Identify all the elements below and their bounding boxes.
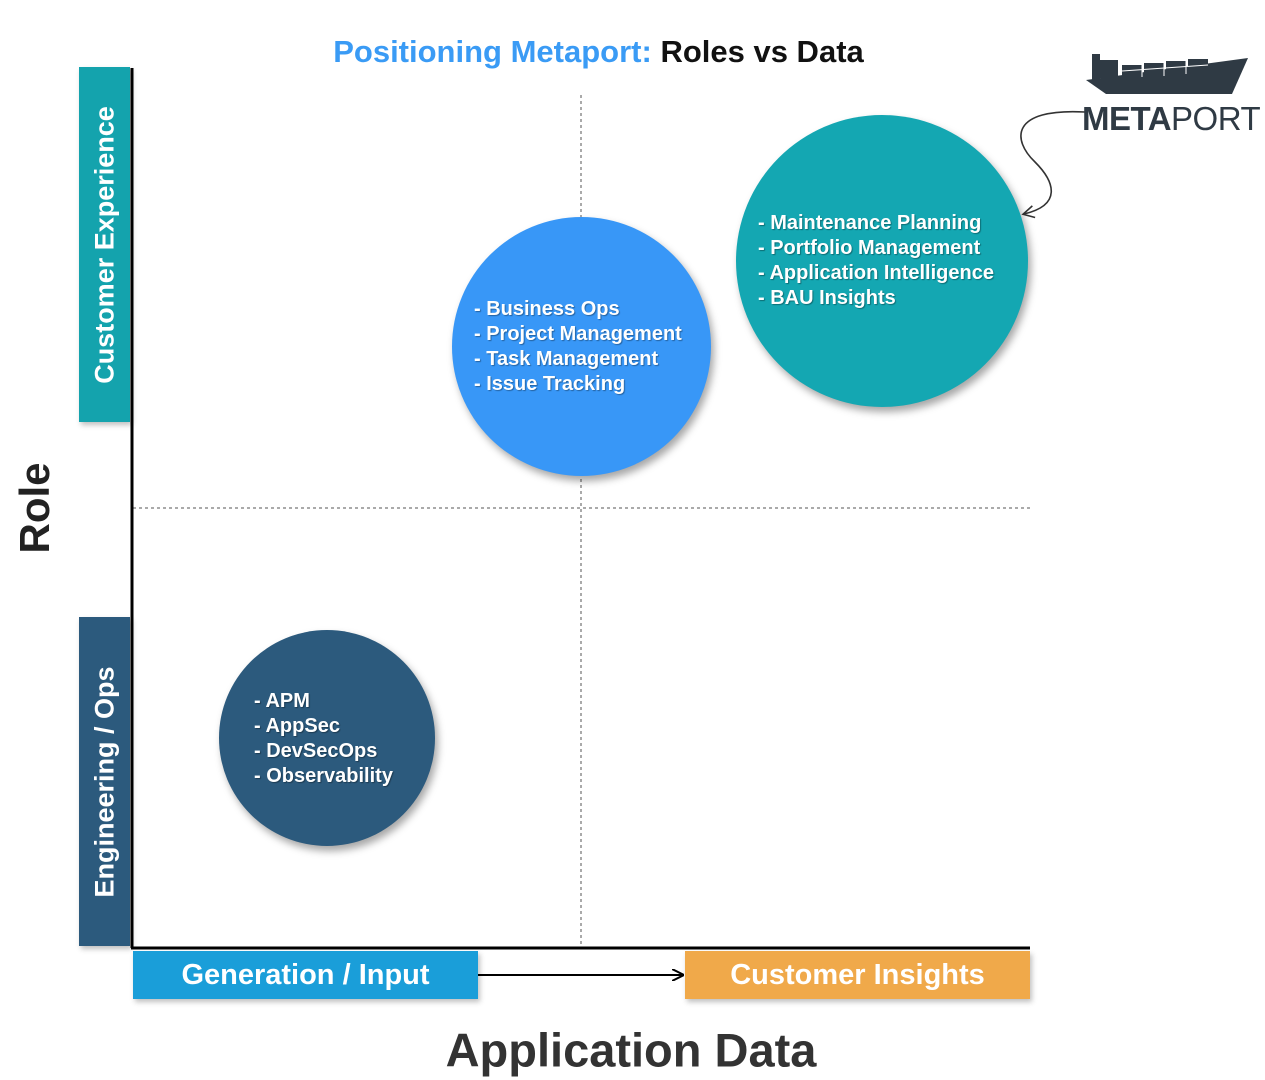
engineering-list: - APM - AppSec - DevSecOps - Observabili… — [254, 689, 393, 789]
title-highlight: Positioning Metaport: — [333, 34, 652, 69]
y-axis-title: Role — [11, 462, 58, 554]
metaport-logo: METAPORT — [1082, 50, 1261, 138]
generation-input-label: Generation / Input — [133, 951, 478, 999]
list-item: - Observability — [254, 765, 393, 787]
engineering-ops-text: Engineering / Ops — [89, 665, 119, 898]
title-rest: Roles vs Data — [660, 34, 864, 69]
list-item: - Task Management — [474, 348, 659, 370]
metaport-list: - Maintenance Planning - Portfolio Manag… — [758, 211, 994, 311]
logo-wordmark-thin: PORT — [1171, 100, 1261, 137]
list-item: - APM — [254, 690, 310, 712]
engineering-ops-label: Engineering / Ops — [79, 617, 130, 946]
customer-experience-text: Customer Experience — [89, 105, 119, 384]
logo-wordmark-bold: META — [1082, 100, 1172, 137]
list-item: - Application Intelligence — [758, 262, 994, 284]
x-axis-title: Application Data — [445, 1023, 817, 1077]
business-ops-list: - Business Ops - Project Management - Ta… — [474, 297, 682, 397]
diagram-title: Positioning Metaport: Roles vs Data — [0, 34, 1197, 70]
list-item: - AppSec — [254, 715, 340, 737]
list-item: - Business Ops — [474, 298, 620, 320]
logo-wordmark: METAPORT — [1082, 100, 1261, 138]
list-item: - DevSecOps — [254, 740, 378, 762]
list-item: - BAU Insights — [758, 287, 896, 309]
list-item: - Maintenance Planning — [758, 212, 982, 234]
list-item: - Portfolio Management — [758, 237, 981, 259]
customer-experience-label: Customer Experience — [79, 67, 130, 422]
ship-icon — [1086, 54, 1248, 94]
business-ops-bubble: - Business Ops - Project Management - Ta… — [452, 217, 711, 476]
customer-insights-label: Customer Insights — [685, 951, 1030, 999]
engineering-bubble: - APM - AppSec - DevSecOps - Observabili… — [219, 630, 435, 846]
list-item: - Project Management — [474, 323, 682, 345]
logo-pointer-arrow — [1020, 110, 1086, 219]
list-item: - Issue Tracking — [474, 373, 626, 395]
metaport-bubble: - Maintenance Planning - Portfolio Manag… — [736, 115, 1028, 407]
